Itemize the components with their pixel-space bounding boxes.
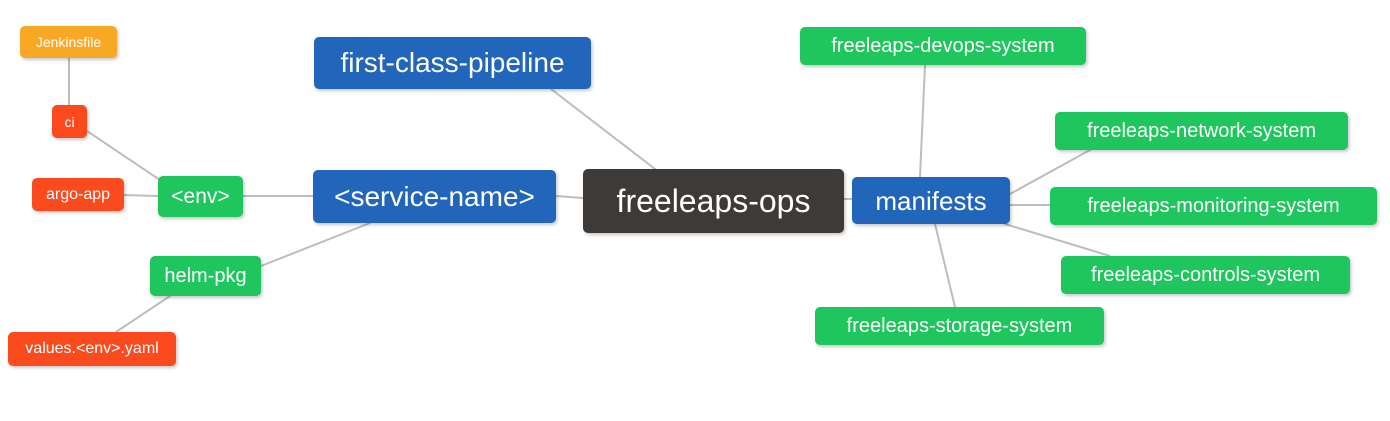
edge-helmpkg-servicename bbox=[260, 222, 371, 267]
node-label-freeleaps-network-system: freeleaps-network-system bbox=[1087, 120, 1316, 142]
edge-valuesyaml-helmpkg bbox=[115, 295, 171, 333]
node-argo-app[interactable]: argo-app bbox=[32, 178, 124, 211]
node-helm-pkg[interactable]: helm-pkg bbox=[150, 256, 261, 296]
node-service-name[interactable]: <service-name> bbox=[313, 170, 556, 223]
node-label-env: <env> bbox=[171, 185, 230, 208]
node-jenkinsfile[interactable]: Jenkinsfile bbox=[20, 26, 117, 58]
node-label-values-yaml: values.<env>.yaml bbox=[25, 340, 159, 357]
node-values-yaml[interactable]: values.<env>.yaml bbox=[8, 332, 176, 366]
node-label-freeleaps-ops: freeleaps-ops bbox=[616, 183, 811, 219]
node-freeleaps-devops-system[interactable]: freeleaps-devops-system bbox=[800, 27, 1086, 65]
node-first-class-pipeline[interactable]: first-class-pipeline bbox=[314, 37, 591, 89]
node-label-manifests: manifests bbox=[875, 185, 987, 216]
node-label-freeleaps-controls-system: freeleaps-controls-system bbox=[1091, 264, 1320, 286]
node-label-service-name: <service-name> bbox=[334, 180, 535, 212]
node-freeleaps-network-system[interactable]: freeleaps-network-system bbox=[1055, 112, 1348, 150]
node-freeleaps-ops[interactable]: freeleaps-ops bbox=[583, 169, 844, 233]
edge-firstclass-ops bbox=[550, 88, 656, 170]
node-label-ci: ci bbox=[64, 113, 75, 130]
edge-manifests-controls bbox=[1004, 223, 1111, 257]
node-label-freeleaps-storage-system: freeleaps-storage-system bbox=[846, 315, 1073, 337]
edge-ci-env bbox=[86, 130, 161, 181]
node-label-freeleaps-devops-system: freeleaps-devops-system bbox=[831, 35, 1055, 57]
node-label-first-class-pipeline: first-class-pipeline bbox=[340, 47, 565, 78]
node-freeleaps-controls-system[interactable]: freeleaps-controls-system bbox=[1061, 256, 1350, 294]
edge-argoapp-env bbox=[123, 194, 159, 197]
node-env[interactable]: <env> bbox=[158, 176, 243, 217]
node-label-jenkinsfile: Jenkinsfile bbox=[35, 34, 102, 50]
node-label-argo-app: argo-app bbox=[45, 185, 111, 203]
edge-servicename-ops bbox=[555, 195, 584, 199]
node-ci[interactable]: ci bbox=[52, 105, 87, 138]
edge-manifests-storage bbox=[934, 223, 956, 308]
node-manifests[interactable]: manifests bbox=[852, 177, 1010, 224]
node-freeleaps-storage-system[interactable]: freeleaps-storage-system bbox=[815, 307, 1104, 345]
node-freeleaps-monitoring-system[interactable]: freeleaps-monitoring-system bbox=[1050, 187, 1377, 225]
node-label-freeleaps-monitoring-system: freeleaps-monitoring-system bbox=[1087, 195, 1340, 217]
edge-manifests-devops bbox=[919, 64, 926, 178]
node-label-helm-pkg: helm-pkg bbox=[164, 265, 247, 287]
